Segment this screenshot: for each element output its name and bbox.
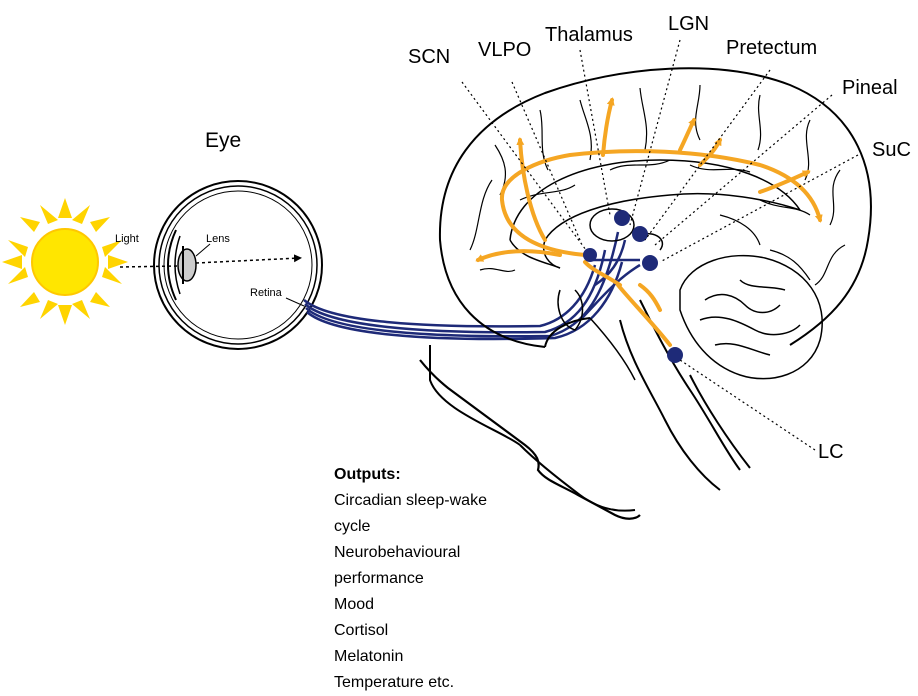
vlpo-label: VLPO xyxy=(478,40,531,60)
retina-pointer xyxy=(286,298,304,306)
pretectum-leader xyxy=(645,70,770,240)
outputs-heading: Outputs: xyxy=(334,462,487,488)
pretectum-label: Pretectum xyxy=(726,38,817,58)
light-ray xyxy=(120,266,178,267)
output-item: cycle xyxy=(334,514,487,540)
lens-label: Lens xyxy=(206,234,230,245)
outputs-list: Outputs: Circadian sleep-wake cycle Neur… xyxy=(334,462,487,696)
output-item: Cortisol xyxy=(334,618,487,644)
brain-outline xyxy=(430,68,871,510)
scn-nucleus xyxy=(583,248,597,262)
leader-lines xyxy=(462,40,858,450)
output-item: performance xyxy=(334,566,487,592)
suc-nucleus xyxy=(642,255,658,271)
thalamus-label: Thalamus xyxy=(545,25,633,45)
suc-leader xyxy=(660,155,858,262)
sun-icon xyxy=(2,198,128,325)
cerebellum xyxy=(680,256,822,379)
pineal-label: Pineal xyxy=(842,78,898,98)
eye-diagram xyxy=(154,181,322,349)
eye-label: Eye xyxy=(205,130,241,151)
output-item: Neurobehavioural xyxy=(334,540,487,566)
lgn-label: LGN xyxy=(668,14,709,34)
output-item: Temperature etc. xyxy=(334,670,487,696)
thalamus-nucleus xyxy=(614,210,630,226)
output-item: Mood xyxy=(334,592,487,618)
output-item: Circadian sleep-wake xyxy=(334,488,487,514)
scn-label: SCN xyxy=(408,47,450,67)
suc-label: SuC xyxy=(872,140,911,160)
output-item: Melatonin xyxy=(334,644,487,670)
light-label: Light xyxy=(115,234,139,245)
lc-label: LC xyxy=(818,442,844,462)
projection-arrows xyxy=(478,100,820,345)
pineal-leader xyxy=(655,95,832,245)
eye-focus-ray xyxy=(196,258,300,263)
brain-base xyxy=(590,318,635,380)
retina-label: Retina xyxy=(250,288,282,299)
lens-pointer xyxy=(196,244,210,256)
brainstem xyxy=(620,300,750,490)
